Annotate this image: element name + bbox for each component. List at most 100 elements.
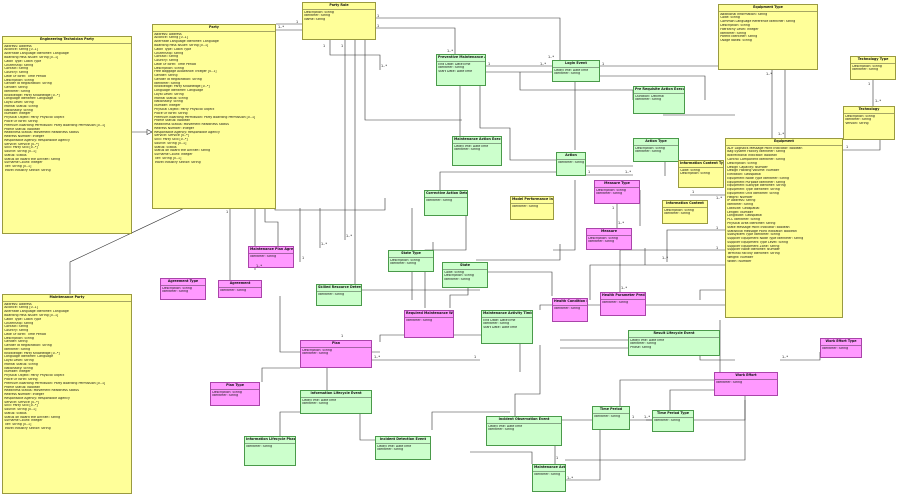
class-maintenance-activity-list[interactable]: Maintenance Activity List Identifier: St… <box>532 464 566 492</box>
attribute: Country: String <box>4 71 29 75</box>
attribute: Description: String <box>635 146 665 150</box>
attribute: Version: String <box>845 122 869 126</box>
attribute-list: Identifier: String <box>715 380 777 385</box>
attribute: Additional Information: String <box>720 12 768 16</box>
attribute: Description: String <box>212 390 242 394</box>
multiplicity-label: 1..* <box>381 64 388 68</box>
association-line <box>274 198 386 211</box>
attribute: Identifier: String <box>162 290 189 294</box>
attribute: Redress Number: Integer <box>154 126 195 130</box>
class-required-maintenance-work-assessment[interactable]: Required Maintenance Work Assessment Ide… <box>404 310 454 338</box>
attribute: Contact: String <box>154 55 179 59</box>
class-agreement[interactable]: Agreement Identifier: String <box>218 280 262 298</box>
attribute: Control Component Identifier: String <box>727 157 786 161</box>
class-incident-detection-event[interactable]: Incident Detection Event Date/Time: Date… <box>375 436 431 460</box>
class-result-lifecycle-event[interactable]: Result Lifecycle Event Date/Time: DateTi… <box>628 330 720 356</box>
attribute: Status on Board the Aircraft: String <box>4 157 61 161</box>
attribute-list: Identifier: String <box>601 300 645 305</box>
attribute: Identifier: String <box>318 292 345 296</box>
class-title: Incident Detection Event <box>376 437 430 444</box>
attribute: Identifier: String <box>852 68 879 72</box>
class-maintenance-plan-agreement[interactable]: Maintenance Plan Agreement Identifier: S… <box>248 246 294 268</box>
multiplicity-label: 1 <box>556 456 559 460</box>
class-title: Time Period Type <box>653 411 693 418</box>
attribute: Date Of Birth: Time Period <box>4 74 46 78</box>
class-information-lifecycle-phase[interactable]: Information Lifecycle Phase Identifier: … <box>244 436 296 466</box>
attribute-list: Identifier: String <box>249 254 293 259</box>
multiplicity-label: 1 <box>632 415 635 419</box>
association-line <box>375 17 561 60</box>
multiplicity-label: 1 <box>846 145 849 149</box>
multiplicity-label: 1..* <box>278 25 285 29</box>
attribute: Date/Time: DateTime <box>630 338 665 342</box>
class-skilled-resource-determination[interactable]: Skilled Resource Determination Identifie… <box>316 284 362 306</box>
attribute: Number: Integer <box>4 370 31 374</box>
class-title: Information Lifecycle Event <box>301 391 371 398</box>
class-title: State <box>443 263 487 270</box>
attribute: Readiness Status: Movement Readiness Sta… <box>4 389 79 393</box>
attribute: Identifier: String <box>250 254 277 258</box>
class-maintenance-activity-timing[interactable]: Maintenance Activity Timing End Date: Da… <box>481 310 533 344</box>
class-engineering-technician-party[interactable]: Engineering Technician Party Address: Ad… <box>2 36 132 234</box>
attribute: Supplier Equipment Node Type Identifier:… <box>727 237 804 241</box>
class-maintenance-action-execution[interactable]: Maintenance Action Execution Date/Time: … <box>452 136 502 166</box>
multiplicity-label: 1 <box>341 44 344 48</box>
multiplicity-label: 1..* <box>716 196 723 200</box>
attribute: Width: Number <box>727 259 752 263</box>
attribute: Identifier: String <box>594 414 621 418</box>
class-title: Work Effort Type <box>821 339 861 346</box>
class-work-effort[interactable]: Work Effort Identifier: String <box>714 372 778 396</box>
attribute: Citizenship: String <box>4 63 34 67</box>
association-line <box>553 180 576 251</box>
attribute: Description: String <box>680 172 710 176</box>
class-model-performance-information[interactable]: Model Performance Information Identifier… <box>510 196 554 220</box>
class-equipment[interactable]: Equipment ADF Logistics Message Point In… <box>725 138 843 318</box>
attribute: Responsible Agency: Responsible Agency <box>154 130 220 134</box>
attribute: Elevation: Geospatial <box>727 173 762 177</box>
attribute: Loyal Level: String <box>4 101 34 105</box>
class-information-lifecycle-event[interactable]: Information Lifecycle Event Date/Time: D… <box>300 390 372 414</box>
attribute: Gender Id Registration: String <box>4 344 52 348</box>
class-action[interactable]: Action Identifier: String <box>556 152 586 176</box>
class-health-condition-indicator[interactable]: Health Condition Indicator Identifier: S… <box>552 298 588 322</box>
class-health-parameter-prediction[interactable]: Health Parameter Prediction Identifier: … <box>600 292 646 316</box>
class-equipment-type[interactable]: Equipment Type Additional Information: S… <box>718 4 818 70</box>
class-work-effort-type[interactable]: Work Effort Type Identifier: String <box>820 338 862 358</box>
class-time-period-type[interactable]: Time Period Type Identifier: String <box>652 410 694 432</box>
class-title: Equipment <box>726 139 842 146</box>
attribute: Date/Time: DateTime <box>377 444 412 448</box>
attribute: Statistical Message Point Indicator: Boo… <box>727 229 797 233</box>
class-preventive-maintenance-action[interactable]: Preventive Maintenance Action End Date: … <box>436 54 486 86</box>
class-incident-observation-event[interactable]: Incident Observation Event Date/Time: Da… <box>486 416 562 446</box>
class-time-period[interactable]: Time Period Identifier: String <box>592 406 630 430</box>
attribute: Cabin Type: Cabin Type <box>4 317 42 321</box>
class-title: Maintenance Party <box>3 295 131 302</box>
attribute: Knowledge: Party Knowledge [0..*] <box>4 351 60 355</box>
class-corrective-action-determination[interactable]: Corrective Action Determination Identifi… <box>424 190 468 216</box>
attribute: Start Date: DateTime <box>483 326 518 330</box>
class-pre-requisite-action-execution[interactable]: Pre Requisite Action Execution Duration:… <box>633 86 685 114</box>
attribute: Bidirectional Indicator: Boolean <box>727 154 778 158</box>
attribute: Surname Count: Integer <box>4 161 43 165</box>
